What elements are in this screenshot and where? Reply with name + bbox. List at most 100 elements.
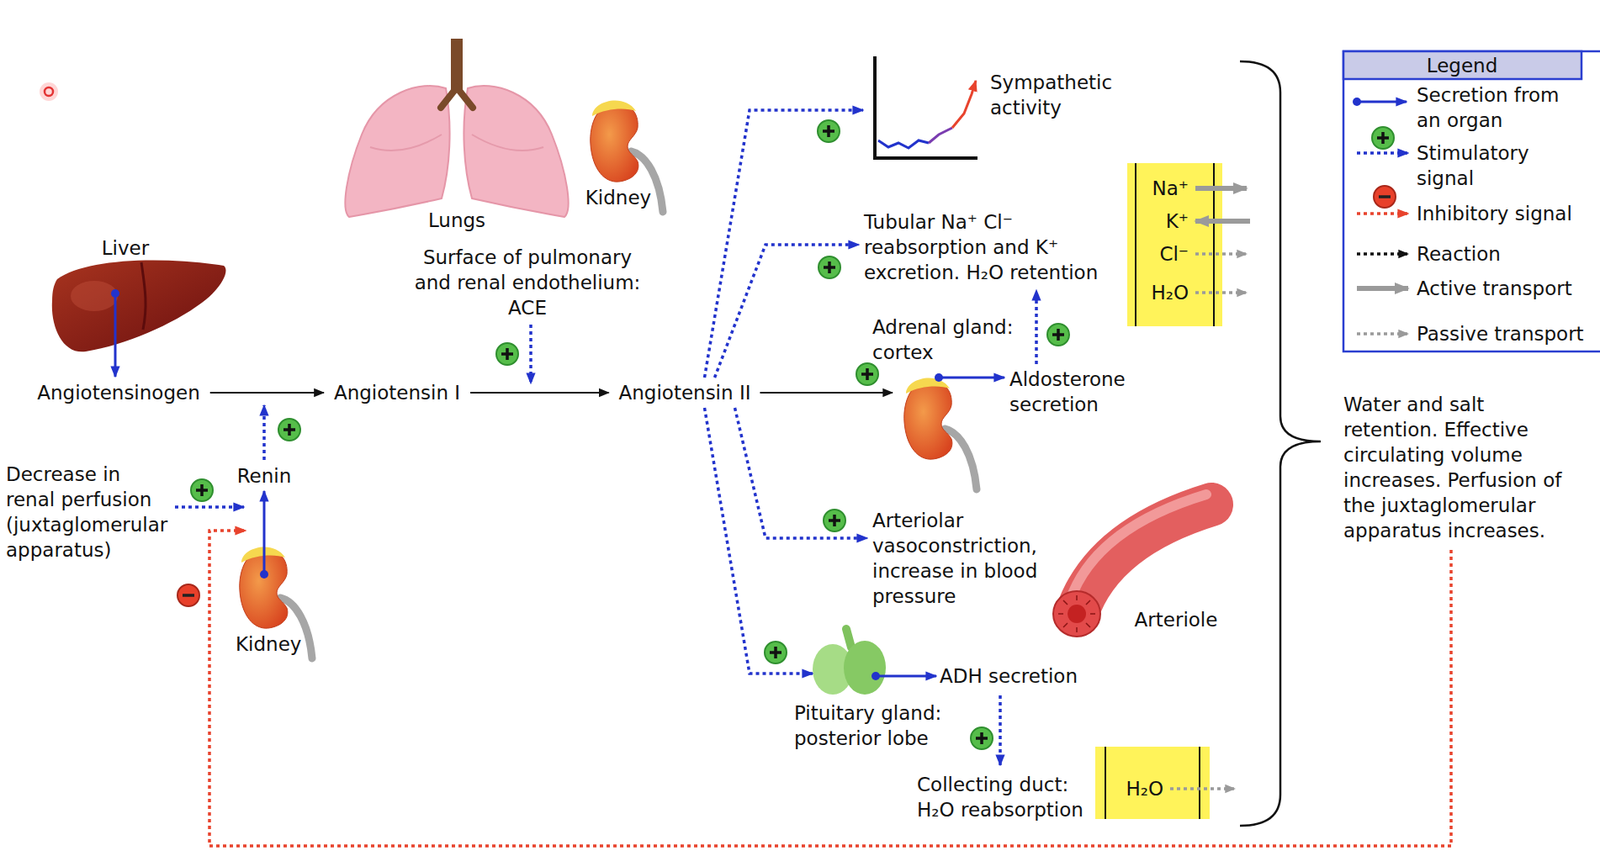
liver-illustration — [52, 259, 227, 352]
legend-panel-part — [1356, 286, 1409, 292]
node-text: H₂O — [1125, 776, 1164, 802]
substance: Angiotensinogen — [37, 380, 200, 406]
node-text: K⁺ — [1165, 208, 1189, 234]
connector — [210, 392, 324, 394]
connector-line — [210, 392, 324, 394]
node-text: Adrenal gland: cortex — [872, 314, 1041, 366]
stimulatory-symbol-part — [818, 256, 841, 279]
legend-text: Stimulatory signal — [1416, 140, 1573, 191]
legend-text: Reaction — [1416, 241, 1501, 267]
legend-panel-part — [1372, 127, 1394, 149]
connector-line — [1034, 290, 1039, 365]
legend-panel-part — [1343, 51, 1582, 80]
connector — [1036, 290, 1038, 365]
connector-line — [114, 293, 117, 377]
arteriole-illustration-part — [1053, 591, 1101, 637]
enzyme: Renin — [237, 463, 292, 489]
part-label: Lungs — [428, 207, 486, 234]
connector — [470, 392, 609, 394]
arteriole-illustration-part — [1070, 494, 1207, 601]
liver-illustration-part — [52, 259, 227, 352]
connector — [704, 110, 864, 378]
sympathetic-chart-part — [928, 127, 953, 144]
curly-brace — [1239, 61, 1321, 827]
connector — [209, 530, 1452, 847]
liver-illustration-part — [141, 262, 146, 330]
legend-panel-part — [1343, 51, 1600, 352]
substance: Angiotensin I — [333, 380, 461, 406]
membrane: H₂O — [1095, 747, 1210, 820]
secretion-dot — [934, 373, 944, 382]
connector-line — [470, 392, 609, 394]
organ-liver: Liver — [51, 259, 227, 353]
connector-line — [998, 695, 1002, 766]
inhibitory-symbol-part — [177, 584, 200, 607]
tubule-membrane-part — [1195, 185, 1247, 191]
legend-panel-part — [1356, 252, 1409, 256]
secretion-dot — [111, 289, 120, 298]
lungs-illustration-part — [440, 87, 473, 108]
node-text: Collecting duct: H₂O reabsorption — [916, 772, 1096, 823]
secretion-dot — [259, 570, 269, 579]
inhibitory-symbol — [177, 584, 200, 607]
effect-text: Tubular Na⁺ Cl⁻ reabsorption and K⁺ excr… — [863, 209, 1113, 286]
kidney-illustration-part — [904, 377, 977, 490]
node-text: Sympathetic activity — [990, 69, 1134, 121]
condition-note: Decrease in renal perfusion (juxtaglomer… — [5, 461, 172, 563]
arteriole-illustration-part — [1058, 595, 1096, 633]
connector — [1000, 695, 1002, 766]
liver-illustration-part — [70, 280, 118, 312]
lungs-illustration — [344, 38, 568, 218]
sympathetic-chart-part — [952, 80, 976, 128]
arteriole-illustration-part — [1067, 604, 1087, 624]
node-text: Water and salt retention. Effective circ… — [1343, 392, 1571, 544]
node-text: Liver — [51, 235, 200, 261]
lungs-illustration-part — [370, 134, 544, 151]
collecting-duct-membrane-part — [1170, 787, 1235, 791]
connector — [259, 491, 269, 579]
effect-text: Arteriolar vasoconstriction, increase in… — [872, 508, 1050, 610]
connector-line — [209, 530, 1452, 847]
legend-text: Secretion from an organ — [1416, 82, 1573, 133]
tubule-membrane-part — [1195, 218, 1251, 224]
node-text: Surface of pulmonary and renal endotheli… — [408, 244, 647, 321]
legend-panel-part — [1356, 100, 1407, 104]
node-text: Angiotensin I — [333, 380, 461, 406]
connector-line — [938, 376, 1005, 380]
node-text: Angiotensin II — [619, 380, 752, 406]
connector-line — [735, 407, 868, 539]
stimulatory-symbol-part — [190, 479, 213, 502]
legend-text: Inhibitory signal — [1416, 201, 1573, 227]
kidney-illustration — [239, 100, 977, 659]
signal-arrows-part — [262, 405, 266, 461]
connector-line — [174, 505, 244, 509]
lungs-illustration-part — [344, 85, 450, 218]
connector-line — [704, 407, 813, 674]
pituitary-illustration-part — [846, 629, 852, 648]
collecting-duct-membrane-part — [1105, 747, 1200, 820]
sympathetic-chart-part — [878, 140, 929, 149]
stimulatory-symbol-part — [1047, 323, 1070, 346]
sympathetic-chart — [874, 56, 978, 159]
connector — [735, 407, 868, 539]
connector-line — [759, 392, 893, 394]
node-text: Aldosterone secretion — [1009, 366, 1149, 418]
node-text: Renin — [237, 463, 292, 489]
stimulatory-symbol-part — [970, 727, 993, 750]
secretion-dot — [871, 672, 880, 681]
legend-text: Active transport — [1416, 275, 1573, 302]
legend-panel-part — [1356, 151, 1409, 155]
collecting-duct-membrane-part — [1095, 747, 1210, 820]
legend-panel-part — [1356, 332, 1409, 336]
part-label: Arteriole — [1134, 607, 1219, 633]
effect-chart: Sympathetic activity — [866, 52, 1134, 162]
curly-brace-part — [1239, 61, 1321, 827]
stimulatory-symbol-part — [823, 509, 846, 532]
pituitary-illustration — [812, 629, 886, 695]
connector-line — [704, 110, 864, 378]
membrane: Na⁺K⁺Cl⁻H₂O — [1127, 163, 1223, 327]
connector — [759, 392, 893, 394]
signal-arrows-part — [529, 324, 533, 384]
corner-dot-part — [44, 87, 53, 96]
